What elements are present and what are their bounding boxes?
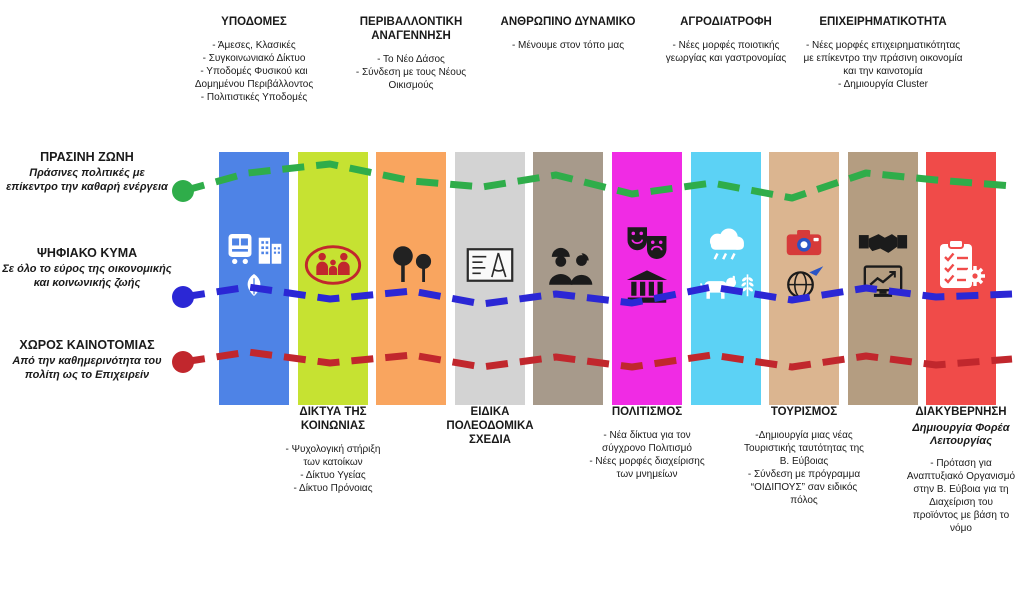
- column-details: - Το Νέο Δάσος - Σύνδεση με τους Νέους Ο…: [355, 53, 467, 91]
- agrifood-icons: [698, 268, 755, 302]
- column-entrepreneurship: [848, 152, 918, 405]
- column-header-human-capital: ΑΝΘΡΩΠΙΝΟ ΔΥΝΑΜΙΚΟ - Μένουμε στον τόπο μ…: [498, 16, 638, 52]
- column-footer-urban-plans: ΕΙΔΙΚΑ ΠΟΛΕΟΔΟΜΙΚΑ ΣΧΕΔΙΑ: [435, 406, 545, 456]
- column-header-environment: ΠΕΡΙΒΑΛΛΟΝΤΙΚΗ ΑΝΑΓΕΝΝΗΣΗ - Το Νέο Δάσος…: [341, 16, 481, 92]
- theater-masks-icon: [627, 226, 667, 259]
- handshake-icon: [858, 233, 908, 253]
- rain-cloud-icon: [709, 227, 744, 260]
- column-subtitle: Δημιουργία Φορέα Λειτουργίας: [912, 421, 1010, 447]
- column-urban-plans: [455, 152, 525, 405]
- lane-title: ΨΗΦΙΑΚΟ ΚΥΜΑ: [36, 246, 138, 260]
- column-title: ΥΠΟΔΟΜΕΣ: [221, 16, 287, 28]
- lane-title: ΧΩΡΟΣ ΚΑΙΝΟΤΟΜΙΑΣ: [19, 338, 155, 352]
- column-agrifood: [691, 152, 761, 405]
- lane-label-digital-wave: ΨΗΦΙΑΚΟ ΚΥΜΑ Σε όλο το εύρος της οικονομ…: [2, 246, 172, 291]
- workers-icon: [549, 247, 593, 285]
- growth-chart-icon: [863, 264, 903, 297]
- column-footer-tourism: ΤΟΥΡΙΣΜΟΣ -Δημιουργία μιας νέας Τουριστι…: [744, 406, 864, 507]
- column-header-entrepreneurship: ΕΠΙΧΕΙΡΗΜΑΤΙΚΟΤΗΤΑ - Νέες μορφές επιχειρ…: [803, 16, 963, 91]
- column-title: ΔΙΑΚΥΒΕΡΝΗΣΗ: [915, 406, 1007, 418]
- column-title: ΑΝΘΡΩΠΙΝΟ ΔΥΝΑΜΙΚΟ: [500, 16, 636, 28]
- column-human-capital: [533, 152, 603, 405]
- leaf-icon: [247, 273, 261, 296]
- column-details: - Νέα δίκτυα για τον σύγχρονο Πολιτισμό …: [589, 429, 705, 480]
- red-lane-dot: [172, 351, 194, 373]
- column-title: ΕΙΔΙΚΑ ΠΟΛΕΟΔΟΜΙΚΑ ΣΧΕΔΙΑ: [446, 406, 534, 446]
- column-environmental-regeneration: [376, 152, 446, 405]
- green-lane-dot: [172, 180, 194, 202]
- column-title: ΤΟΥΡΙΣΜΟΣ: [770, 406, 838, 418]
- wheat-icon: [740, 273, 754, 296]
- globe-plane-icon: [787, 265, 824, 298]
- blueprint-icon: [466, 247, 514, 282]
- blue-lane-dot: [172, 286, 194, 308]
- column-details: -Δημιουργία μιας νέας Τουριστικής ταυτότ…: [744, 429, 864, 506]
- column-title: ΕΠΙΧΕΙΡΗΜΑΤΙΚΟΤΗΤΑ: [819, 16, 947, 28]
- column-details: - Μένουμε στον τόπο μας: [511, 39, 625, 51]
- camera-icon: [786, 229, 822, 255]
- column-social-networks: [298, 152, 368, 405]
- column-details: - Νέες μορφές επιχειρηματικότητας με επί…: [803, 39, 963, 90]
- lane-label-green-zone: ΠΡΑΣΙΝΗ ΖΩΝΗ Πράσινες πολιτικές με επίκε…: [2, 150, 172, 195]
- column-footer-social-networks: ΔΙΚΤΥΑ ΤΗΣ ΚΟΙΝΩΝΙΑΣ - Ψυχολογική στήριξ…: [278, 406, 388, 495]
- column-header-infrastructure: ΥΠΟΔΟΜΕΣ - Άμεσες, Κλασικές - Συγκοινωνι…: [184, 16, 324, 104]
- column-header-agrifood: ΑΓΡΟΔΙΑΤΡΟΦΗ - Νέες μορφές ποιοτικής γεω…: [656, 16, 796, 65]
- column-governance: [926, 152, 996, 405]
- tram-icon: [228, 233, 252, 264]
- clipboard-checklist-icon: [940, 238, 985, 288]
- column-infrastructure: [219, 152, 289, 405]
- gear-icon: [965, 265, 985, 286]
- lane-subtitle: Πράσινες πολιτικές με επίκεντρο την καθα…: [6, 167, 168, 193]
- cow-icon: [699, 275, 736, 299]
- column-details: - Ψυχολογική στήριξη των κατοίκων - Δίκτ…: [285, 443, 381, 494]
- column-culture: [612, 152, 682, 405]
- trees-icon: [393, 245, 432, 282]
- column-title: ΔΙΚΤΥΑ ΤΗΣ ΚΟΙΝΩΝΙΑΣ: [299, 406, 367, 432]
- buildings-icon: [258, 237, 282, 264]
- museum-icon: [626, 269, 668, 303]
- column-title: ΠΟΛΙΤΙΣΜΟΣ: [611, 406, 683, 418]
- column-footer-governance: ΔΙΑΚΥΒΕΡΝΗΣΗ Δημιουργία Φορέα Λειτουργία…: [906, 406, 1016, 535]
- lane-subtitle: Σε όλο το εύρος της οικονομικής και κοιν…: [2, 263, 172, 289]
- column-tourism: [769, 152, 839, 405]
- lane-label-innovation-space: ΧΩΡΟΣ ΚΑΙΝΟΤΟΜΙΑΣ Από την καθημερινότητα…: [2, 338, 172, 383]
- column-title: ΑΓΡΟΔΙΑΤΡΟΦΗ: [680, 16, 772, 28]
- column-details: - Άμεσες, Κλασικές - Συγκοινωνιακό Δίκτυ…: [194, 39, 314, 103]
- column-title: ΠΕΡΙΒΑΛΛΟΝΤΙΚΗ ΑΝΑΓΕΝΝΗΣΗ: [359, 16, 463, 42]
- lane-title: ΠΡΑΣΙΝΗ ΖΩΝΗ: [40, 150, 134, 164]
- column-details: - Νέες μορφές ποιοτικής γεωργίας και γασ…: [665, 39, 787, 64]
- column-details: - Πρόταση για Αναπτυξιακό Οργανισμό στην…: [906, 458, 1016, 535]
- column-footer-culture: ΠΟΛΙΤΙΣΜΟΣ - Νέα δίκτυα για τον σύγχρονο…: [587, 406, 707, 481]
- family-icon: [304, 244, 362, 285]
- infrastructure-icons: [225, 232, 283, 266]
- lane-subtitle: Από την καθημερινότητα του πολίτη ως το …: [12, 355, 162, 381]
